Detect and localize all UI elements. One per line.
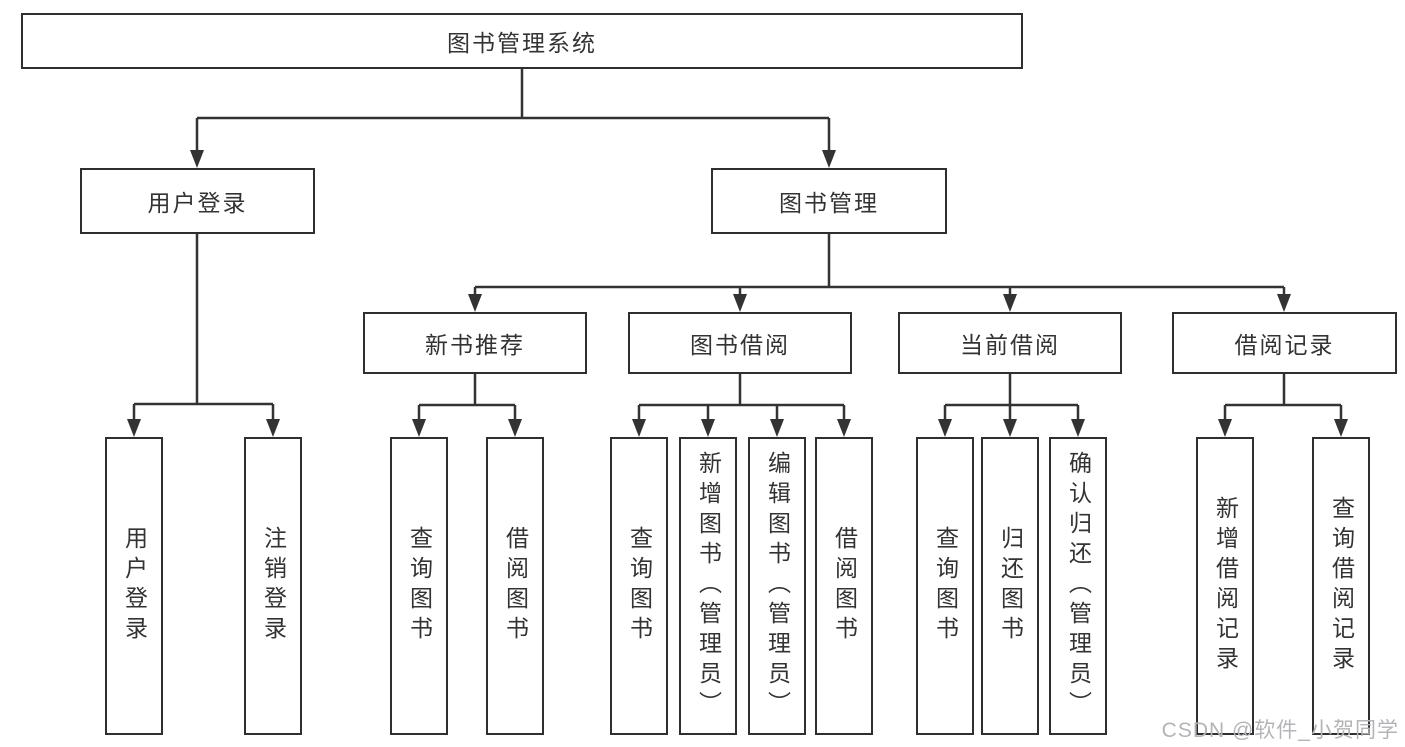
node-book-management: 图书管理 [711,168,947,234]
node-new-book-recommend: 新书推荐 [363,312,587,374]
leaf-borrowing-query-books-label: 查询图书 [626,526,653,646]
leaf-borrowing-edit-books-admin: 编辑图书（管理员） [748,437,806,735]
leaf-newbook-query-books: 查询图书 [390,437,448,735]
arrowheads [127,150,1348,437]
node-current-borrowing: 当前借阅 [898,312,1122,374]
node-current-borrowing-label: 当前借阅 [960,332,1060,358]
leaf-user-login: 用户登录 [105,437,163,735]
leaf-current-query-books: 查询图书 [916,437,974,735]
leaf-current-return-books-label: 归还图书 [997,526,1024,646]
leaf-user-login-label: 用户登录 [121,526,148,646]
node-book-management-label: 图书管理 [779,190,879,216]
node-book-borrowing-label: 图书借阅 [690,332,790,358]
node-new-book-recommend-label: 新书推荐 [425,332,525,358]
leaf-current-confirm-return-admin: 确认归还（管理员） [1049,437,1107,735]
leaf-borrowing-borrow-books: 借阅图书 [815,437,873,735]
leaf-records-add-record: 新增借阅记录 [1196,437,1254,735]
leaf-newbook-borrow-books: 借阅图书 [486,437,544,735]
csdn-watermark: CSDN @软件_小贺同学 [1161,719,1399,742]
leaf-logout-login: 注销登录 [244,437,302,735]
leaf-borrowing-add-books-admin-label: 新增图书（管理员） [695,451,722,721]
leaf-current-return-books: 归还图书 [981,437,1039,735]
leaf-newbook-borrow-books-label: 借阅图书 [502,526,529,646]
leaf-records-query-record-label: 查询借阅记录 [1328,496,1355,676]
node-user-login-label: 用户登录 [147,190,248,216]
node-library-system-label: 图书管理系统 [447,30,597,56]
leaf-borrowing-borrow-books-label: 借阅图书 [831,526,858,646]
leaf-newbook-query-books-label: 查询图书 [406,526,433,646]
node-borrow-records: 借阅记录 [1172,312,1397,374]
node-user-login: 用户登录 [80,168,315,234]
leaf-borrowing-add-books-admin: 新增图书（管理员） [679,437,737,735]
leaf-borrowing-edit-books-admin-label: 编辑图书（管理员） [764,451,791,721]
leaf-records-add-record-label: 新增借阅记录 [1212,496,1239,676]
node-library-system: 图书管理系统 [21,13,1023,69]
node-book-borrowing: 图书借阅 [628,312,852,374]
leaf-current-query-books-label: 查询图书 [932,526,959,646]
leaf-current-confirm-return-admin-label: 确认归还（管理员） [1065,451,1092,721]
node-borrow-records-label: 借阅记录 [1234,332,1335,358]
leaf-logout-login-label: 注销登录 [260,526,287,646]
leaf-borrowing-query-books: 查询图书 [610,437,668,735]
leaf-records-query-record: 查询借阅记录 [1312,437,1370,735]
